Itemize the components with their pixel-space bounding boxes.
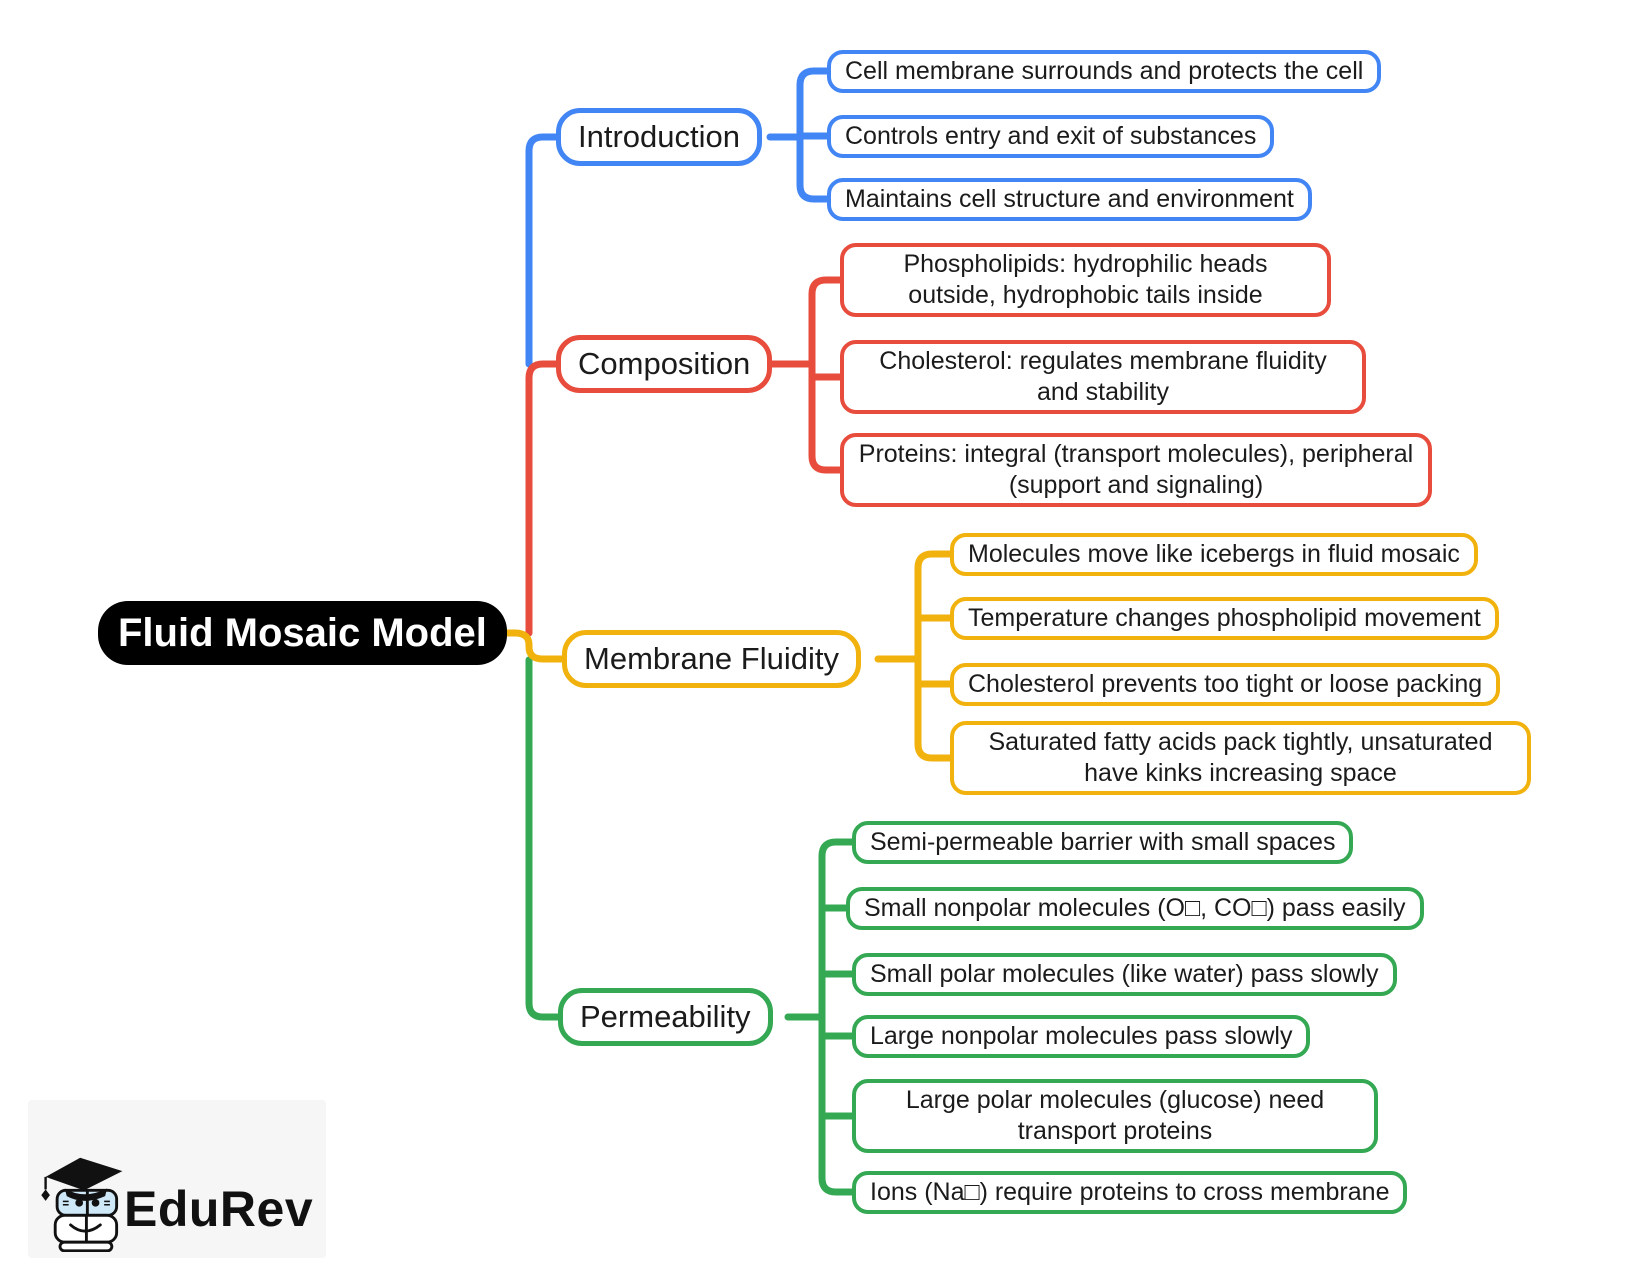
connector-permeability-leaf1 — [818, 838, 857, 1021]
connector-trunk-permeability — [525, 656, 564, 1021]
connector-introduction-leaf3 — [796, 133, 832, 203]
leaf-node: Cholesterol: regulates membrane fluidity… — [840, 340, 1366, 414]
connector-permeability-leaf6 — [818, 1013, 857, 1196]
root-node: Fluid Mosaic Model — [98, 601, 507, 665]
branch-node-introduction: Introduction — [556, 108, 762, 166]
connector-introduction-leaf1 — [796, 67, 832, 141]
leaf-node: Semi-permeable barrier with small spaces — [852, 821, 1354, 864]
edurev-logo: EduRev — [28, 1100, 326, 1258]
connector-composition-leaf1 — [808, 276, 845, 368]
leaf-node: Maintains cell structure and environment — [827, 178, 1312, 221]
leaf-node: Large polar molecules (glucose) need tra… — [852, 1079, 1378, 1153]
leaf-node: Controls entry and exit of substances — [827, 115, 1275, 158]
connector-fluidity-leaf1 — [914, 550, 955, 663]
leaf-node: Cell membrane surrounds and protects the… — [827, 50, 1382, 93]
leaf-node: Phospholipids: hydrophilic heads outside… — [840, 243, 1331, 317]
edurev-mascot-icon — [41, 1157, 123, 1252]
leaf-node: Small nonpolar molecules (O□, CO□) pass … — [846, 887, 1424, 930]
connector-fluidity-leaf4 — [914, 655, 955, 762]
leaf-node: Small polar molecules (like water) pass … — [852, 953, 1397, 996]
branch-node-permeability: Permeability — [558, 988, 773, 1046]
leaf-node: Large nonpolar molecules pass slowly — [852, 1015, 1311, 1058]
connector-composition-leaf3 — [808, 360, 845, 474]
leaf-node: Proteins: integral (transport molecules)… — [840, 433, 1432, 507]
connector-trunk-introduction — [525, 133, 561, 368]
branch-node-membrane-fluidity: Membrane Fluidity — [562, 630, 861, 688]
leaf-node: Molecules move like icebergs in fluid mo… — [950, 533, 1478, 576]
leaf-node: Ions (Na□) require proteins to cross mem… — [852, 1171, 1408, 1214]
leaf-node: Saturated fatty acids pack tightly, unsa… — [950, 721, 1531, 795]
leaf-node: Cholesterol prevents too tight or loose … — [950, 663, 1501, 706]
edurev-brand-text: EduRev — [124, 1181, 314, 1237]
leaf-node: Temperature changes phospholipid movemen… — [950, 597, 1499, 640]
branch-node-composition: Composition — [556, 335, 773, 393]
connector-trunk-composition — [525, 360, 561, 637]
